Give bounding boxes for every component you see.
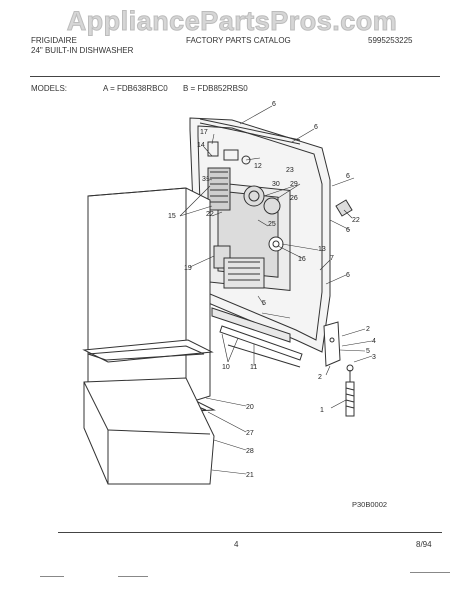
- callout-6: 6: [314, 124, 318, 131]
- figure-code: P30B0002: [352, 500, 388, 509]
- leader-lines: [179, 105, 373, 475]
- callout-7: 7: [330, 255, 334, 262]
- outer-door-panel: [87, 187, 211, 405]
- callout-25: 25: [268, 221, 276, 228]
- callout-2: 2: [318, 374, 322, 381]
- revision-date: 8/94: [416, 540, 432, 549]
- callout-6: 6: [272, 101, 276, 108]
- footer-rule: [58, 532, 442, 533]
- callout-11: 11: [250, 364, 257, 371]
- hinge-assembly: [323, 199, 355, 417]
- callout-13: 13: [318, 246, 326, 253]
- scan-mark: [410, 572, 450, 573]
- callout-27: 27: [246, 430, 254, 437]
- callout-10: 10: [222, 364, 230, 371]
- callout-12: 12: [254, 163, 262, 170]
- callout-labels: 1 2 2 3 4 5 5 6 6 6 6 6 7 10 11 12 13 14…: [168, 101, 376, 479]
- callout-6: 6: [346, 227, 350, 234]
- model-a: A = FDB638RBC0: [103, 84, 168, 93]
- callout-14: 14: [197, 142, 205, 149]
- callout-15: 15: [168, 213, 176, 220]
- callout-5: 5: [262, 300, 266, 307]
- callout-23: 23: [286, 167, 294, 174]
- callout-6: 6: [346, 272, 350, 279]
- callout-17: 17: [200, 129, 208, 136]
- callout-28: 28: [246, 448, 254, 455]
- page-number: 4: [234, 540, 239, 549]
- callout-6: 6: [346, 173, 350, 180]
- callout-4: 4: [372, 338, 376, 345]
- callout-26: 26: [290, 195, 298, 202]
- models-label: MODELS:: [31, 84, 68, 93]
- callout-20: 20: [246, 404, 254, 411]
- inner-door-panel: [189, 117, 331, 368]
- callout-3: 3: [372, 354, 376, 361]
- scan-mark: [118, 576, 148, 577]
- callout-22: 22: [352, 217, 360, 224]
- watermark: AppliancePartsPros.com: [66, 6, 398, 37]
- scan-mark: [40, 576, 64, 577]
- catalog-title: FACTORY PARTS CATALOG: [186, 36, 291, 45]
- callout-31: 31: [202, 176, 210, 183]
- kick-panel: [83, 377, 215, 485]
- callout-30: 30: [272, 181, 280, 188]
- callout-29: 29: [290, 181, 298, 188]
- callout-22: 22: [206, 211, 214, 218]
- model-b: B = FDB852RBS0: [183, 84, 248, 93]
- brand-name: FRIGIDAIRE: [31, 36, 77, 45]
- callout-1: 1: [320, 407, 324, 414]
- product-name: 24" BUILT-IN DISHWASHER: [31, 46, 134, 55]
- callout-19: 19: [184, 265, 192, 272]
- callout-21: 21: [246, 472, 254, 479]
- callout-2: 2: [366, 326, 370, 333]
- callout-16: 16: [298, 256, 306, 263]
- part-number: 5995253225: [368, 36, 413, 45]
- callout-5: 5: [366, 348, 370, 355]
- header-rule: [30, 76, 440, 77]
